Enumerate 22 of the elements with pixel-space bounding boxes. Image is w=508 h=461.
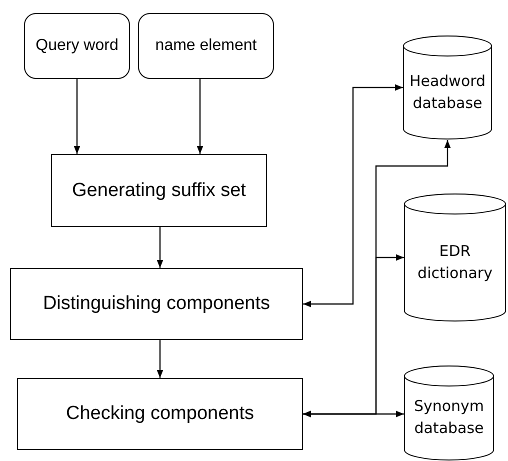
process-box <box>10 268 303 340</box>
process-box <box>138 13 274 79</box>
node-label: EDR dictionary <box>416 240 494 284</box>
node-label: Generating suffix set <box>72 178 246 202</box>
process-box <box>51 154 267 227</box>
arrow <box>303 84 403 308</box>
node-label: Checking components <box>66 402 254 426</box>
process-box <box>17 378 303 450</box>
node-label: Query word <box>36 36 118 56</box>
database-cylinder <box>404 365 494 461</box>
arrow <box>74 79 80 154</box>
node-label: Synonym database <box>412 396 486 439</box>
database-cylinder <box>404 193 506 322</box>
arrow <box>156 340 164 378</box>
node-label: Headword database <box>408 70 487 114</box>
node-label: Distinguishing components <box>42 292 270 316</box>
node-label: name element <box>155 36 257 56</box>
arrow <box>196 79 204 154</box>
arrow <box>156 227 164 268</box>
arrow <box>303 410 404 418</box>
database-cylinder <box>403 35 492 140</box>
process-box <box>24 13 130 79</box>
